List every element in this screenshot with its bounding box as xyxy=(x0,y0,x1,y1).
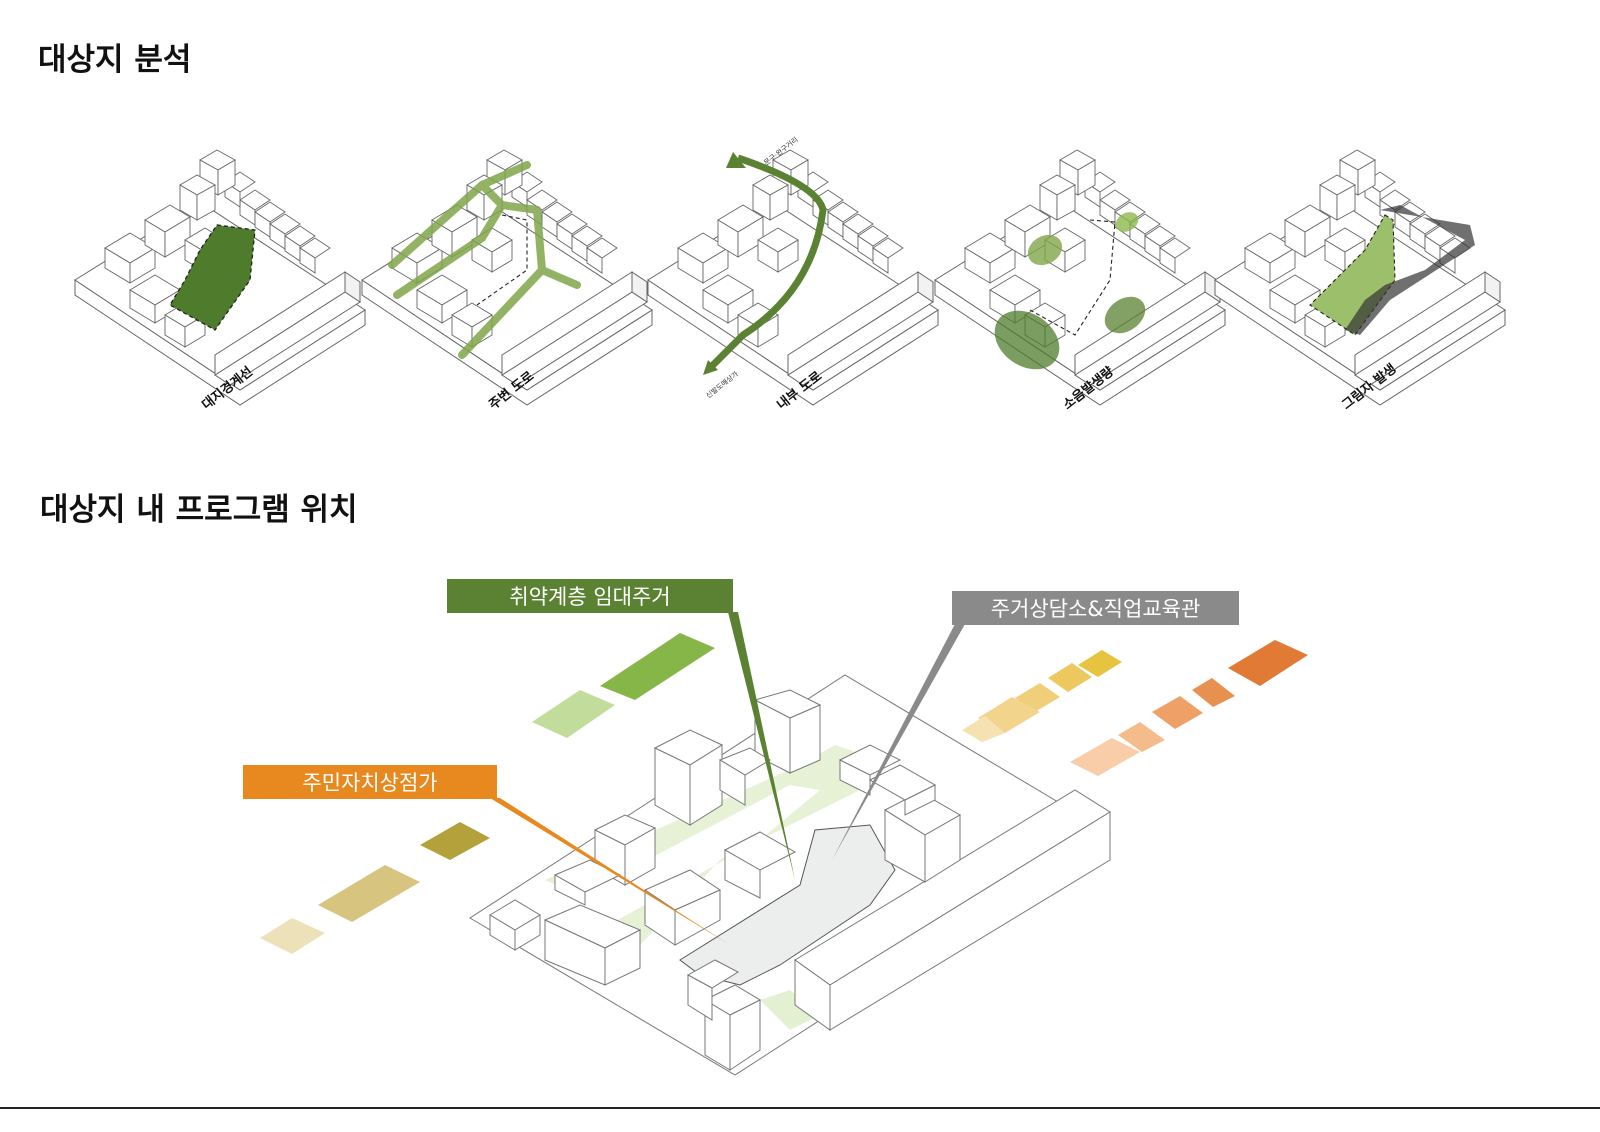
arrow-icon xyxy=(703,360,718,375)
bottom-divider xyxy=(0,1107,1600,1109)
noise-zone xyxy=(1115,212,1139,232)
internal-road xyxy=(705,154,827,373)
noise-zone xyxy=(1027,234,1063,266)
tag-center: 주거상담소&직업교육관 xyxy=(952,591,1239,625)
arrow-icon xyxy=(726,152,746,168)
site-boundary-area xyxy=(169,224,256,331)
tag-housing: 취약계층 임대주거 xyxy=(447,579,733,613)
shadow-dark xyxy=(1345,205,1475,335)
road-network xyxy=(388,161,581,359)
analysis-section-title: 대상지 분석 xyxy=(38,42,192,78)
noise-zone xyxy=(1104,296,1146,334)
panel-shadow xyxy=(1214,149,1506,406)
tag-shop: 주민자치상점가 xyxy=(243,765,497,799)
housing-floor-plates xyxy=(532,633,715,738)
noise-zone xyxy=(994,310,1060,370)
shop-floor-plates xyxy=(260,822,490,954)
panel-noise xyxy=(934,149,1226,406)
housing-pointer xyxy=(728,612,795,880)
panel-roads xyxy=(361,149,653,406)
shop-pointer xyxy=(490,798,730,945)
program-buildings xyxy=(489,689,962,1071)
panel-boundary xyxy=(74,149,366,406)
center-floor-plates xyxy=(962,640,1308,776)
program-section-title: 대상지 내 프로그램 위치 xyxy=(40,492,358,528)
panel-internal xyxy=(647,149,939,406)
center-pointer xyxy=(832,624,965,860)
